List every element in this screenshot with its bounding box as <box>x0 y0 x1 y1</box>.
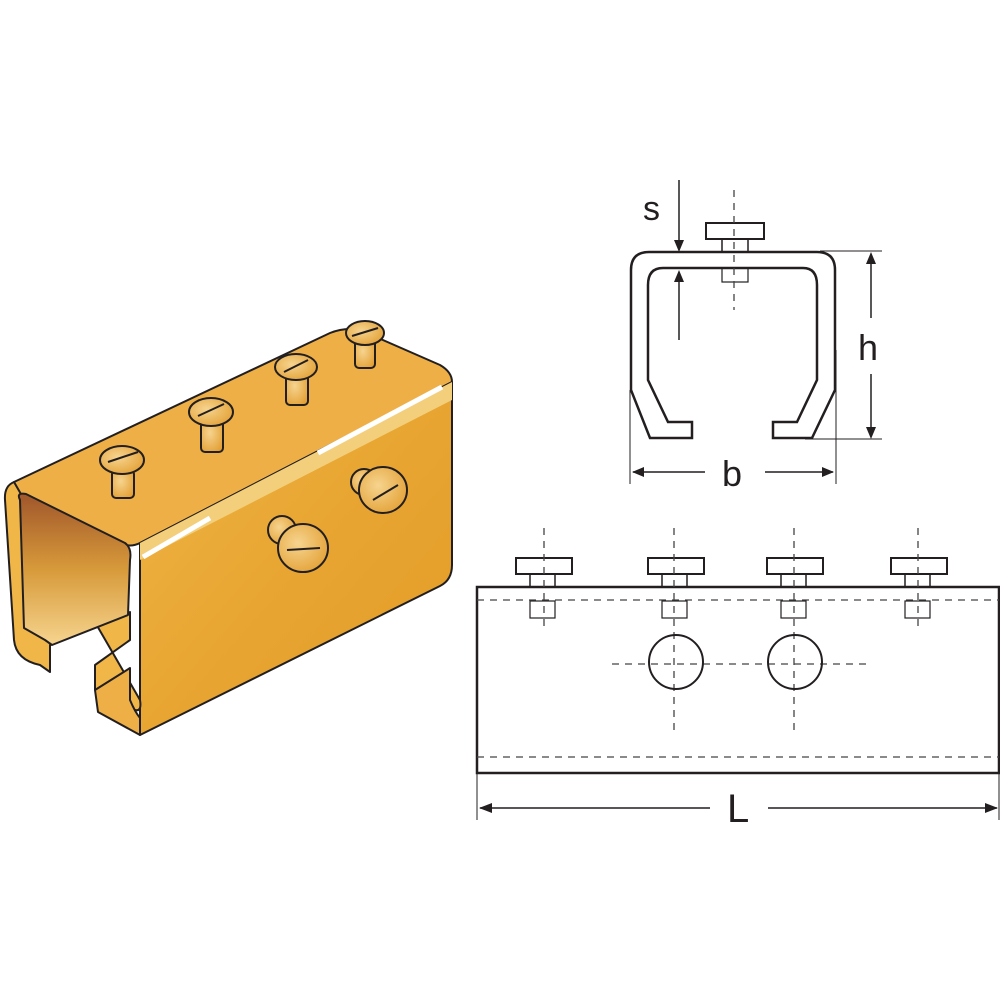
screw-icon <box>890 528 948 628</box>
screw-icon <box>267 515 329 573</box>
label-L: L <box>727 787 749 831</box>
label-h: h <box>858 327 878 368</box>
side-screws <box>267 466 408 573</box>
screw-icon <box>350 466 408 514</box>
hole <box>767 634 823 690</box>
screw-icon <box>274 353 318 406</box>
side-view: L <box>475 528 1000 831</box>
screw-icon <box>515 528 573 628</box>
inner-cavity <box>17 492 132 646</box>
label-b: b <box>722 453 742 494</box>
screw-icon <box>99 445 145 499</box>
screw-icon <box>345 320 385 369</box>
label-s: s <box>643 190 660 228</box>
screw-icon <box>766 528 824 730</box>
side-screws <box>515 528 948 730</box>
hole <box>648 634 704 690</box>
top-screws <box>99 320 385 499</box>
screw-icon <box>647 528 705 730</box>
screw-icon <box>188 397 234 453</box>
cross-section-view: s h b <box>629 180 882 494</box>
perspective-view <box>3 320 453 736</box>
